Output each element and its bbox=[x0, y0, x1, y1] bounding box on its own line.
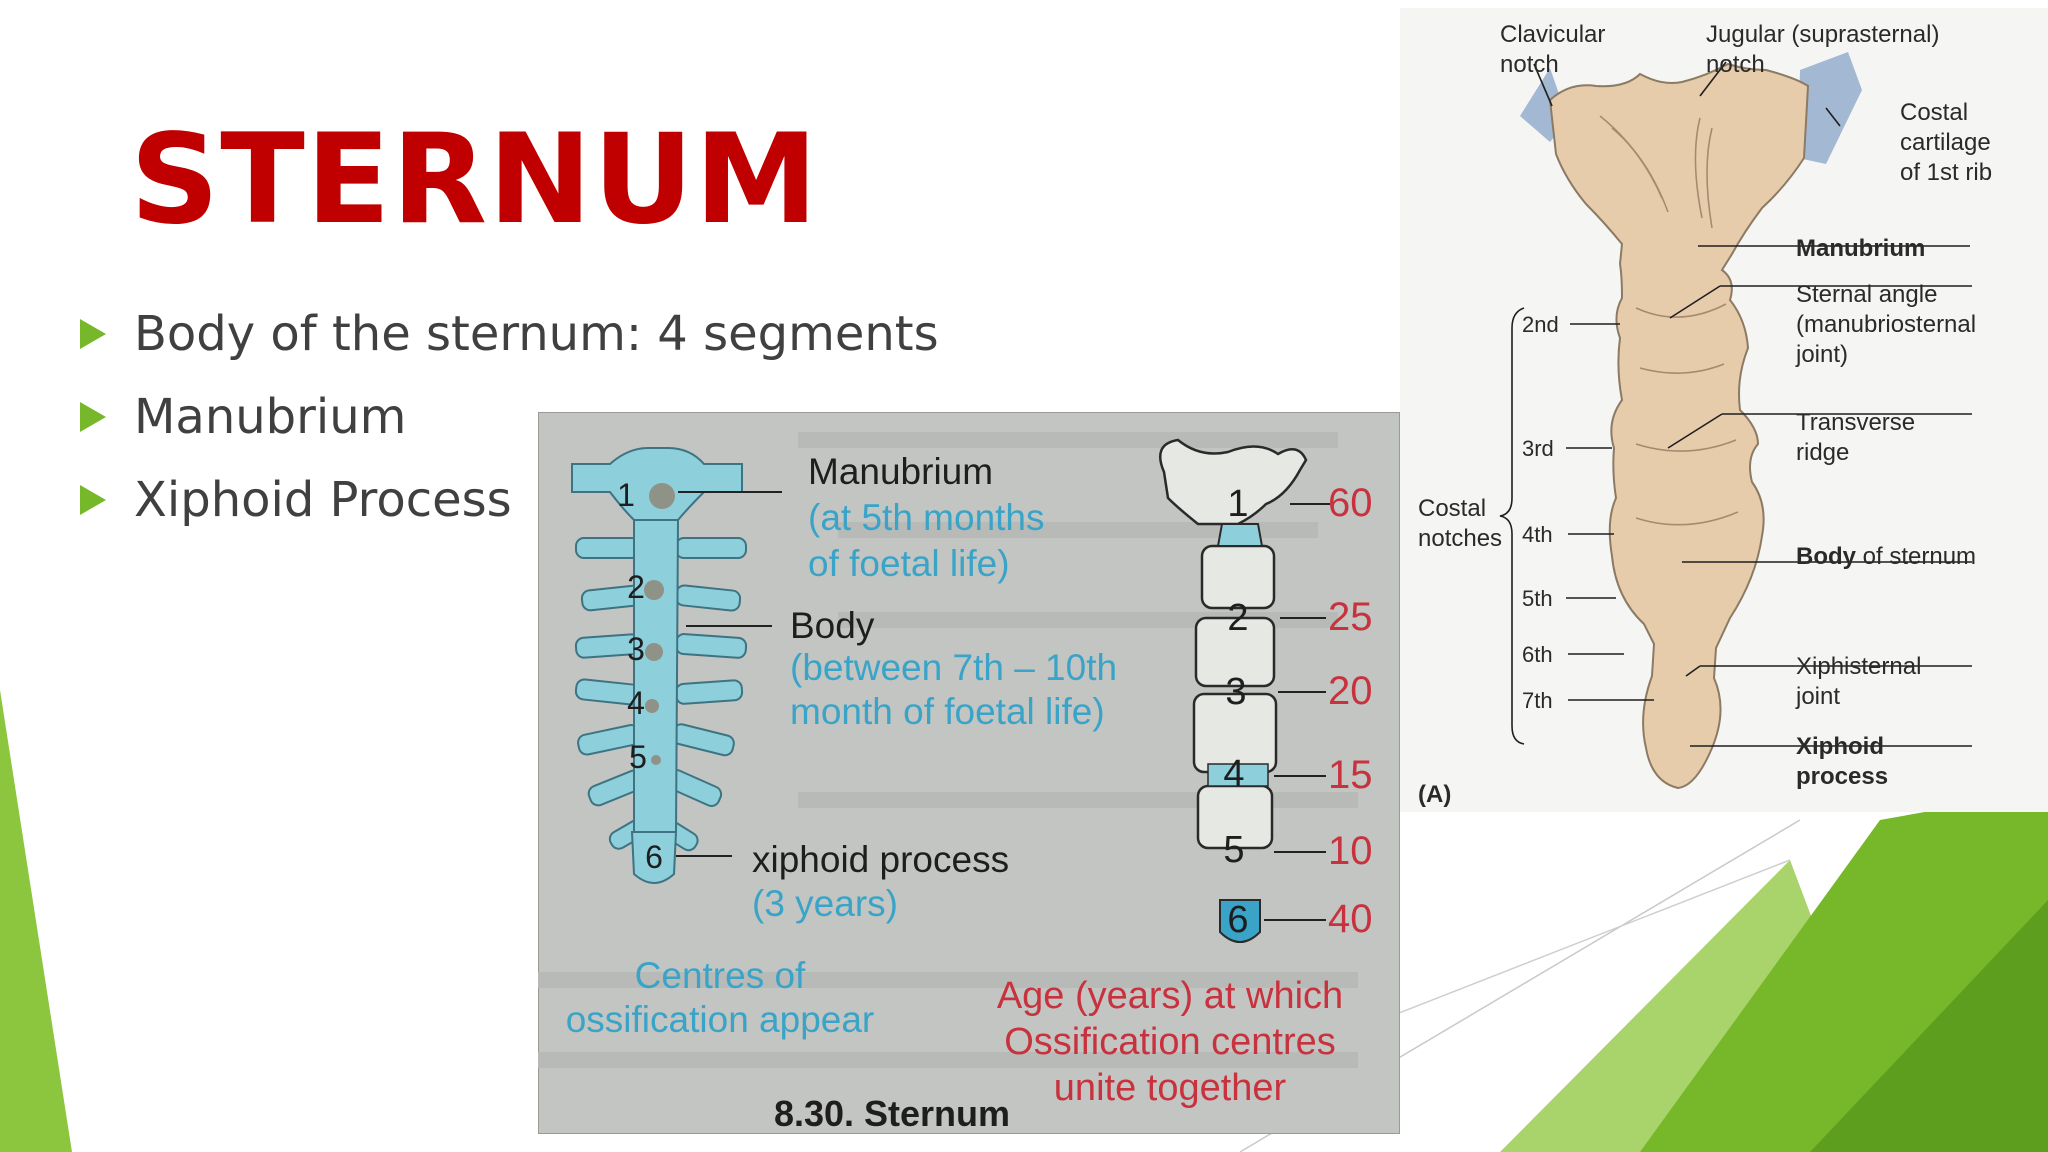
left-segment-number: 5 bbox=[629, 739, 647, 775]
figure-sternum-anatomy: Clavicular notch Jugular (suprasternal) … bbox=[1400, 8, 2048, 812]
right-sternum-diagram: 1 2 3 4 5 6 60 25 20 15 10 40 Age (years… bbox=[997, 438, 1373, 1109]
union-age: 10 bbox=[1328, 829, 1373, 873]
sternal-angle-label: joint) bbox=[1795, 341, 1848, 368]
right-green-accent-dark bbox=[1810, 900, 2048, 1152]
union-age: 20 bbox=[1328, 669, 1373, 713]
left-segment-number: 2 bbox=[627, 569, 645, 605]
notch-label: 2nd bbox=[1522, 312, 1559, 337]
sternum-bone bbox=[1548, 62, 1810, 790]
costal-notches-label: notches bbox=[1418, 525, 1502, 552]
faint-page-texture bbox=[538, 432, 1358, 1068]
xiphisternal-joint-label: Xiphisternal bbox=[1796, 653, 1921, 680]
union-age: 40 bbox=[1328, 897, 1373, 941]
right-segment-number: 2 bbox=[1227, 597, 1248, 639]
left-segment-number: 1 bbox=[617, 477, 635, 513]
body-of-sternum-label: Body of sternum bbox=[1796, 543, 1976, 570]
body-bold-text: Body bbox=[1796, 543, 1857, 570]
right-segment-number: 6 bbox=[1227, 899, 1248, 941]
left-sternum-diagram: 1 2 3 4 5 6 Manubrium (at 5th months of … bbox=[566, 447, 1117, 1040]
notch-label: 3rd bbox=[1522, 436, 1554, 461]
body-rest-text: of sternum bbox=[1856, 543, 1976, 570]
notch-label: 4th bbox=[1522, 522, 1553, 547]
right-caption: Age (years) at which bbox=[997, 975, 1343, 1017]
bullet-text: Xiphoid Process bbox=[134, 471, 512, 528]
bullet-list: Body of the sternum: 4 segments Manubriu… bbox=[80, 292, 939, 541]
bullet-triangle-icon bbox=[80, 401, 106, 432]
clavicular-notch-label: Clavicular bbox=[1500, 21, 1605, 48]
transverse-ridge-label: ridge bbox=[1796, 439, 1849, 466]
costal-cartilage-label: of 1st rib bbox=[1900, 159, 1992, 186]
sternal-angle-label: Sternal angle bbox=[1796, 281, 1937, 308]
jugular-notch-label: Jugular (suprasternal) bbox=[1706, 21, 1939, 48]
bullet-item: Manubrium bbox=[80, 375, 939, 458]
clavicular-notch-label: notch bbox=[1500, 51, 1559, 78]
left-segment-number: 4 bbox=[627, 685, 645, 721]
xiphoid-label: xiphoid process bbox=[752, 839, 1009, 880]
notch-label: 6th bbox=[1522, 642, 1553, 667]
bullet-triangle-icon bbox=[80, 318, 106, 349]
right-segment-number: 3 bbox=[1225, 671, 1246, 713]
manubrium-label: Manubrium bbox=[1796, 235, 1925, 262]
union-age: 15 bbox=[1328, 753, 1373, 797]
bullet-text: Body of the sternum: 4 segments bbox=[134, 305, 939, 362]
notch-label: 5th bbox=[1522, 586, 1553, 611]
union-age: 25 bbox=[1328, 595, 1373, 639]
decor-line bbox=[1329, 859, 1791, 1041]
figure-ossification-diagram: 1 2 3 4 5 6 Manubrium (at 5th months of … bbox=[538, 412, 1400, 1134]
xiphoid-note: (3 years) bbox=[752, 883, 898, 924]
costal-notches-label: Costal bbox=[1418, 495, 1486, 522]
manubrium-note: of foetal life) bbox=[808, 543, 1010, 584]
xiphoid-process-label: process bbox=[1796, 763, 1888, 790]
xiphoid-process-label: Xiphoid bbox=[1796, 733, 1884, 760]
left-segment-number: 3 bbox=[627, 631, 645, 667]
transverse-ridge-label: Transverse bbox=[1796, 409, 1915, 436]
bullet-text: Manubrium bbox=[134, 388, 407, 445]
costal-cartilage-label: cartilage bbox=[1900, 129, 1991, 156]
left-green-accent bbox=[0, 690, 72, 1152]
bullet-item: Body of the sternum: 4 segments bbox=[80, 292, 939, 375]
right-segment-number: 1 bbox=[1227, 483, 1248, 525]
manubrium-note: (at 5th months bbox=[808, 497, 1045, 538]
right-segment-number: 4 bbox=[1223, 753, 1244, 795]
slide-title: STERNUM bbox=[130, 108, 819, 252]
cartilage-shape bbox=[1798, 52, 1862, 164]
right-caption: unite together bbox=[1054, 1067, 1287, 1109]
sternal-angle-label: (manubriosternal bbox=[1796, 311, 1976, 338]
body-note: (between 7th – 10th bbox=[790, 647, 1117, 688]
left-segment-number: 6 bbox=[645, 839, 663, 875]
left-caption: Centres of bbox=[635, 955, 806, 996]
xiphisternal-joint-label: joint bbox=[1795, 683, 1840, 710]
figure-caption: 8.30. Sternum bbox=[774, 1093, 1010, 1134]
union-age: 60 bbox=[1328, 481, 1373, 525]
right-segment-number: 5 bbox=[1223, 829, 1244, 871]
panel-label: (A) bbox=[1418, 781, 1451, 808]
right-caption: Ossification centres bbox=[1004, 1021, 1336, 1063]
body-label: Body bbox=[790, 605, 875, 646]
jugular-notch-label: notch bbox=[1706, 51, 1765, 78]
body-note: month of foetal life) bbox=[790, 691, 1105, 732]
bullet-item: Xiphoid Process bbox=[80, 458, 939, 541]
left-caption: ossification appear bbox=[566, 999, 875, 1040]
bullet-triangle-icon bbox=[80, 484, 106, 515]
costal-cartilage-label: Costal bbox=[1900, 99, 1968, 126]
manubrium-label: Manubrium bbox=[808, 451, 993, 492]
notch-label: 7th bbox=[1522, 688, 1553, 713]
